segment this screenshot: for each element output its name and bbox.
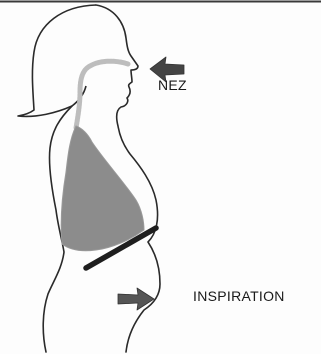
inspiration-label: INSPIRATION — [193, 288, 285, 304]
nose-label: NEZ — [158, 77, 187, 93]
airway — [76, 61, 128, 128]
lung — [61, 126, 144, 251]
hair-outline — [18, 5, 96, 116]
